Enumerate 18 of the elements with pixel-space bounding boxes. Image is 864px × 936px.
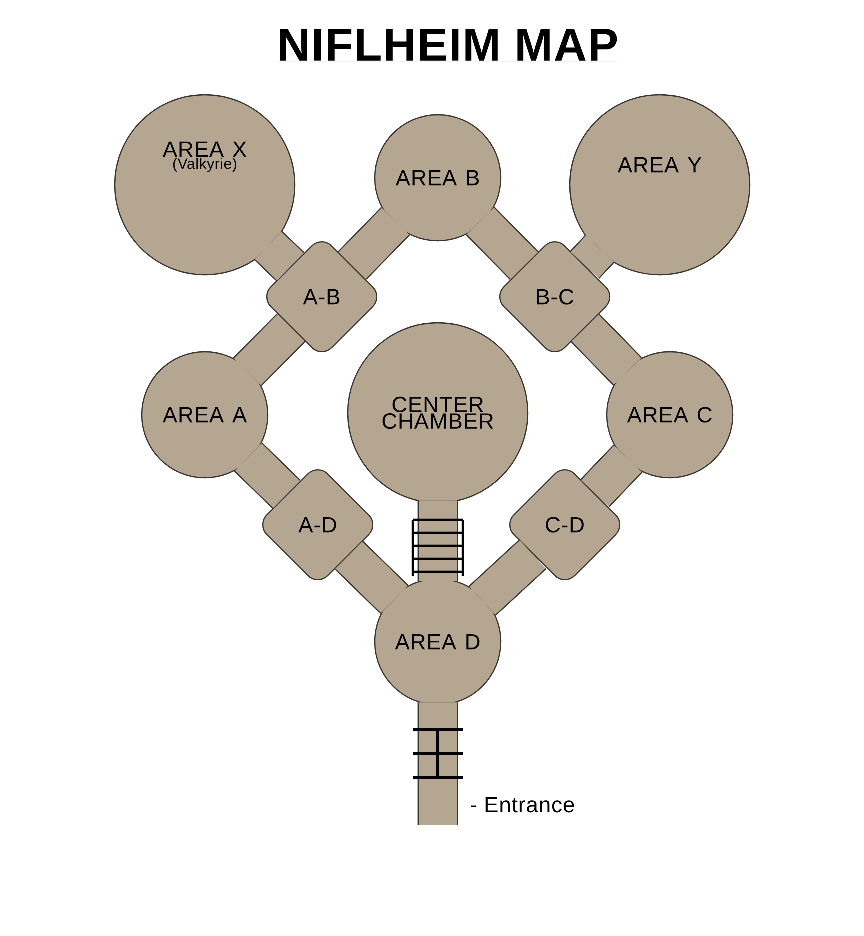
corridor — [570, 314, 642, 386]
corridor — [418, 500, 458, 582]
corridor — [468, 540, 547, 616]
corridor — [570, 235, 615, 280]
corridor — [234, 442, 301, 510]
passage-room: A-B — [266, 241, 378, 353]
corridor — [580, 444, 643, 508]
passage-room: B-C — [499, 241, 611, 353]
passage-room: C-D — [509, 469, 621, 581]
corridor — [466, 207, 539, 280]
corridor — [233, 314, 306, 386]
passage-room: A-D — [262, 469, 374, 581]
corridor — [338, 207, 410, 280]
corridor — [254, 230, 304, 282]
corridor — [418, 702, 458, 825]
title: NIFLHEIM MAP — [277, 29, 619, 62]
corridor — [335, 540, 409, 614]
entrance-label: - Entrance — [471, 797, 574, 813]
